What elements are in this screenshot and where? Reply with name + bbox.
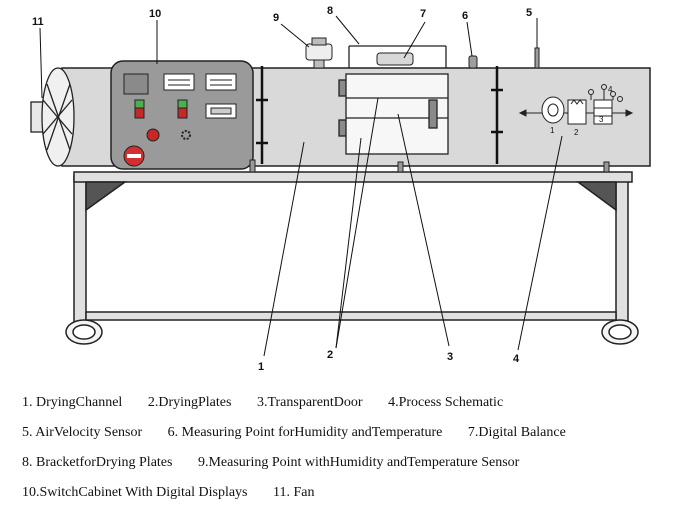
- schematic-label: 3: [599, 115, 604, 124]
- legend-item: 8. BracketforDrying Plates: [22, 455, 173, 470]
- door-handle: [428, 99, 438, 129]
- flange-clamp-left: [256, 66, 268, 164]
- callout-6: 6: [462, 10, 468, 22]
- indicator-lamp: [146, 128, 160, 142]
- switch-cabinet: [110, 60, 254, 170]
- legend-row: 10.SwitchCabinet With Digital Displays 1…: [22, 478, 672, 508]
- digital-balance: [376, 52, 414, 66]
- callout-9: 9: [273, 12, 279, 24]
- legend-item: 10.SwitchCabinet With Digital Displays: [22, 485, 248, 500]
- leader-lines: [39, 15, 563, 357]
- legend-item: 1. DryingChannel: [22, 395, 123, 410]
- measuring-point: [468, 55, 478, 69]
- callout-11: 11: [32, 16, 44, 28]
- digital-display-1: [163, 73, 195, 91]
- legend-item: 11. Fan: [273, 485, 315, 500]
- callout-10: 10: [149, 8, 161, 20]
- legend-item: 7.Digital Balance: [467, 425, 566, 440]
- support-frame: [65, 171, 639, 345]
- schematic-label: 4: [608, 85, 613, 94]
- legend-item: 2.DryingPlates: [147, 395, 232, 410]
- digital-display-2: [205, 73, 237, 91]
- callout-7: 7: [420, 8, 426, 20]
- legend-item: 6. Measuring Point forHumidity andTemper…: [167, 425, 443, 440]
- legend-item: 9.Measuring Point withHumidity andTemper…: [197, 455, 520, 470]
- callout-8: 8: [327, 5, 333, 17]
- flange-clamp-right: [491, 66, 503, 164]
- legend: 1. DryingChannel 2.DryingPlates 3.Transp…: [22, 388, 672, 508]
- callout-5: 5: [526, 7, 532, 19]
- cabinet-screen: [123, 73, 149, 95]
- legend-row: 1. DryingChannel 2.DryingPlates 3.Transp…: [22, 388, 672, 418]
- drying-chamber: [338, 73, 449, 155]
- callout-1: 1: [258, 361, 264, 373]
- legend-row: 5. AirVelocity Sensor 6. Measuring Point…: [22, 418, 672, 448]
- callout-2: 2: [327, 349, 333, 361]
- schematic-label: 1: [550, 126, 555, 135]
- callout-3: 3: [447, 351, 453, 363]
- drying-plate-bracket: [348, 45, 447, 68]
- apparatus-diagram: 1 2 3 4 1 2 3 4 5 6 7 8 9 10 11: [30, 5, 651, 373]
- legend-item: 4.Process Schematic: [388, 395, 504, 410]
- callout-4: 4: [513, 353, 520, 365]
- legend-item: 3.TransparentDoor: [256, 395, 363, 410]
- legend-row: 8. BracketforDrying Plates 9.Measuring P…: [22, 448, 672, 478]
- legend-item: 5. AirVelocity Sensor: [22, 425, 143, 440]
- schematic-label: 2: [574, 128, 579, 137]
- humidity-temperature-sensor: [305, 37, 333, 69]
- process-schematic: [518, 84, 634, 125]
- fan: [30, 67, 75, 167]
- gear-icon: [181, 130, 191, 140]
- air-velocity-sensor: [534, 47, 540, 69]
